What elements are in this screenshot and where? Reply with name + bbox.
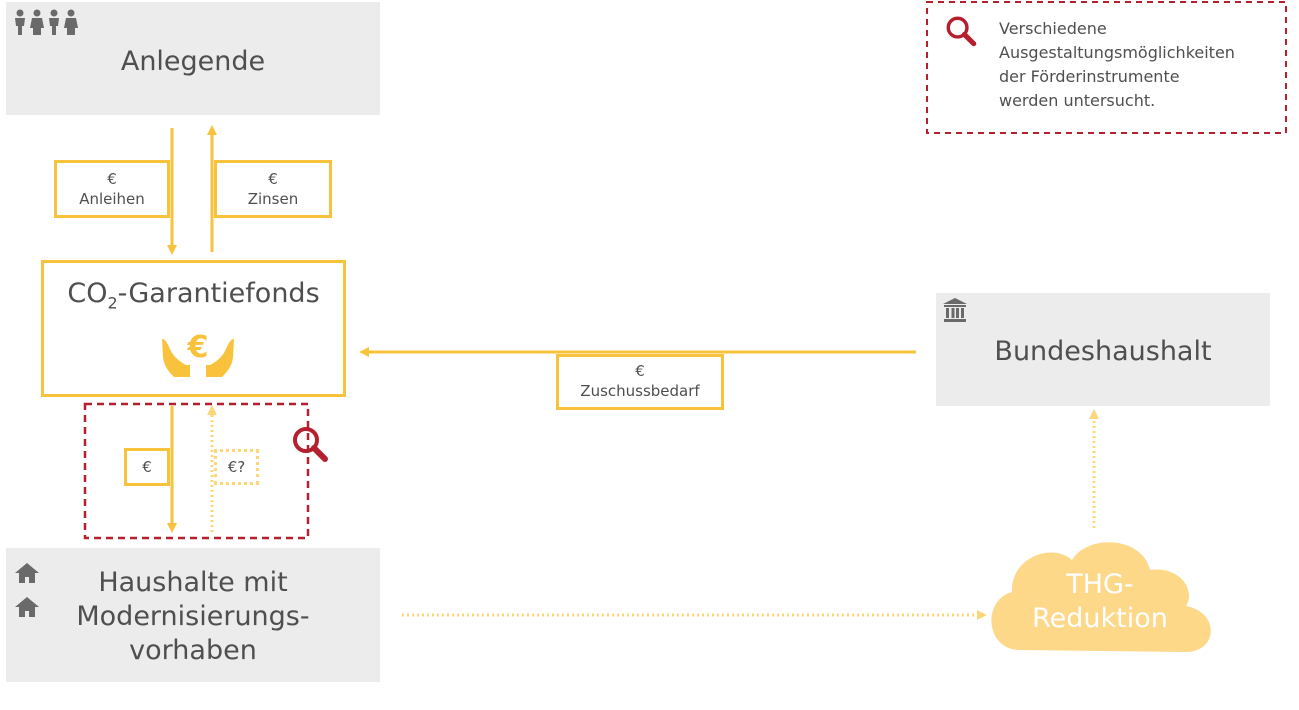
investigation-frame [83, 402, 310, 540]
svg-text:€: € [187, 330, 209, 365]
magnifier-icon [290, 424, 330, 468]
reduction-label: THG- Reduktion [1032, 569, 1168, 634]
bank-building-icon [942, 297, 968, 327]
bonds-symbol: € [107, 170, 117, 188]
households-label: Haushalte mit Modernisierungs- vorhaben [76, 567, 310, 666]
to-households-symbol: € [142, 458, 152, 476]
fund-box: CO2-Garantiefonds € [41, 260, 346, 397]
subsidy-flow-box: € Zuschussbedarf [556, 354, 724, 410]
investors-box: Anlegende [6, 2, 380, 115]
people-icon [12, 8, 82, 40]
bonds-label: Anleihen [79, 190, 145, 208]
fund-label: CO2-Garantiefonds [67, 278, 320, 313]
from-households-symbol: €? [227, 458, 246, 476]
budget-label: Bundeshaushalt [994, 336, 1212, 367]
house-icon [14, 562, 40, 588]
interest-label: Zinsen [247, 190, 299, 208]
households-box: Haushalte mit Modernisierungs- vorhaben [6, 548, 380, 682]
house-icon [14, 596, 40, 622]
info-note-frame [926, 1, 1287, 134]
info-note-text: Verschiedene Ausgestaltungsmöglichkeiten… [999, 19, 1235, 110]
hands-euro-icon: € [160, 327, 236, 383]
interest-symbol: € [268, 170, 278, 188]
investors-label: Anlegende [120, 46, 266, 77]
interest-flow-box: € Zinsen [214, 160, 332, 218]
to-households-flow-box: € [124, 448, 170, 486]
budget-box: Bundeshaushalt [936, 293, 1270, 406]
subsidy-symbol: € [635, 362, 645, 380]
magnifier-icon [944, 14, 978, 52]
reduction-cloud [991, 542, 1211, 652]
bonds-flow-box: € Anleihen [54, 160, 170, 218]
from-households-flow-box: €? [214, 449, 259, 485]
subsidy-label: Zuschussbedarf [580, 382, 700, 400]
